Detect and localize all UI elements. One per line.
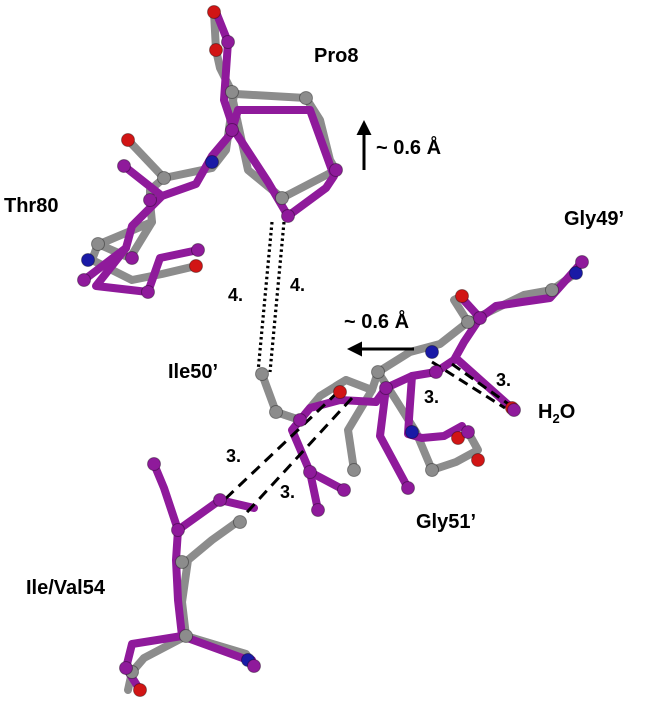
structure_b-atom [225,85,239,99]
structure_a-atom [401,481,415,495]
structure_a-atom [221,35,235,49]
structure_b-atom [347,463,361,477]
structure_a-atom [379,381,393,395]
nitrogen-atom [81,253,95,267]
pro8-ile50-contact-b [268,221,286,373]
overlay-b-bonds [88,8,580,694]
bond-chain [92,126,238,296]
distance-label-3a: 3. [424,387,439,407]
atom-spheres [77,5,589,697]
structure_a-atom [117,159,131,173]
structure_a-atom [303,465,317,479]
oxygen-atom [451,431,465,445]
distance-label-3b: 3. [496,370,511,390]
structure_b-atom [179,629,193,643]
structure_a-atom [147,457,161,471]
gly-water-hbond-a [431,360,506,410]
structure_b-atom [255,367,269,381]
structure_b-atom [425,463,439,477]
structure_b-atom [275,191,289,205]
oxygen-atom [333,385,347,399]
label-gly51: Gly51’ [416,511,476,533]
pro8-ile50-contact-a [256,221,274,373]
structure_a-atom [293,413,307,427]
gly-water-hbond-b [451,362,515,410]
oxygen-atom [471,453,485,467]
structure_b-atom [299,91,313,105]
bond-chain [124,136,168,182]
structure_a-atom [247,659,261,673]
oxygen-atom [455,289,469,303]
structure_a-atom [337,483,351,497]
bond-chain [456,258,586,322]
bond-chain [88,90,238,284]
structure_b-atom [175,555,189,569]
nitrogen-atom [425,345,439,359]
oxygen-atom [207,5,221,19]
label-gly49: Gly49’ [564,208,624,230]
bond-chain [376,384,412,492]
structure_a-atom [143,193,157,207]
structure_a-atom [141,285,155,299]
structure_a-atom [77,273,91,287]
gly49-shift-label: ~ 0.6 Å [344,309,409,333]
distance-label-4a: 4. [228,285,243,305]
structure_b-atom [269,405,283,419]
structure_a-atom [473,311,487,325]
distance-label-3c: 3. [226,446,241,466]
structure_a-atom [119,661,133,675]
label-ile50: Ile50’ [168,361,218,383]
structure_a-atom [311,503,325,517]
structure_a-atom [329,163,343,177]
label-thr80: Thr80 [4,195,58,217]
bond-chain [80,244,130,284]
structure_b-atom [545,283,559,297]
label-pro8: Pro8 [314,45,358,67]
pro8-shift-label: ~ 0.6 Å [376,135,441,159]
structure_a-atom [225,123,239,137]
nitrogen-atom [405,425,419,439]
structure_b-atom [461,315,475,329]
structure_b-atom [371,365,385,379]
ile-val-hbond-a [220,390,340,504]
ile-val-hbond-b [236,396,354,524]
structure_a-atom [171,523,185,537]
structure_a-atom [507,403,521,417]
oxygen-atom [209,43,223,57]
label-water: H2O [538,401,575,426]
structure_a-atom [125,251,139,265]
nitrogen-atom [205,155,219,169]
bond-chain [122,632,186,694]
structure_b-atom [157,171,171,185]
structure_a-atom [191,243,205,257]
distance-label-3d: 3. [280,482,295,502]
structure_a-atom [429,365,443,379]
bond-chain [120,162,166,200]
oxygen-atom [121,133,135,147]
structure_a-atom [461,425,475,439]
distance-label-4b: 4. [290,275,305,295]
interaction-lines [220,221,515,524]
structure_b-atom [233,515,247,529]
structure_a-atom [281,209,295,223]
label-ile-val54: Ile/Val54 [26,577,106,599]
structure_a-atom [213,493,227,507]
oxygen-atom [189,259,203,273]
bond-chain [332,376,350,390]
structure_b-atom [91,237,105,251]
oxygen-atom [133,683,147,697]
nitrogen-atom [569,266,583,280]
structure_a-atom [575,255,589,269]
overlay-a-bonds [80,8,586,694]
